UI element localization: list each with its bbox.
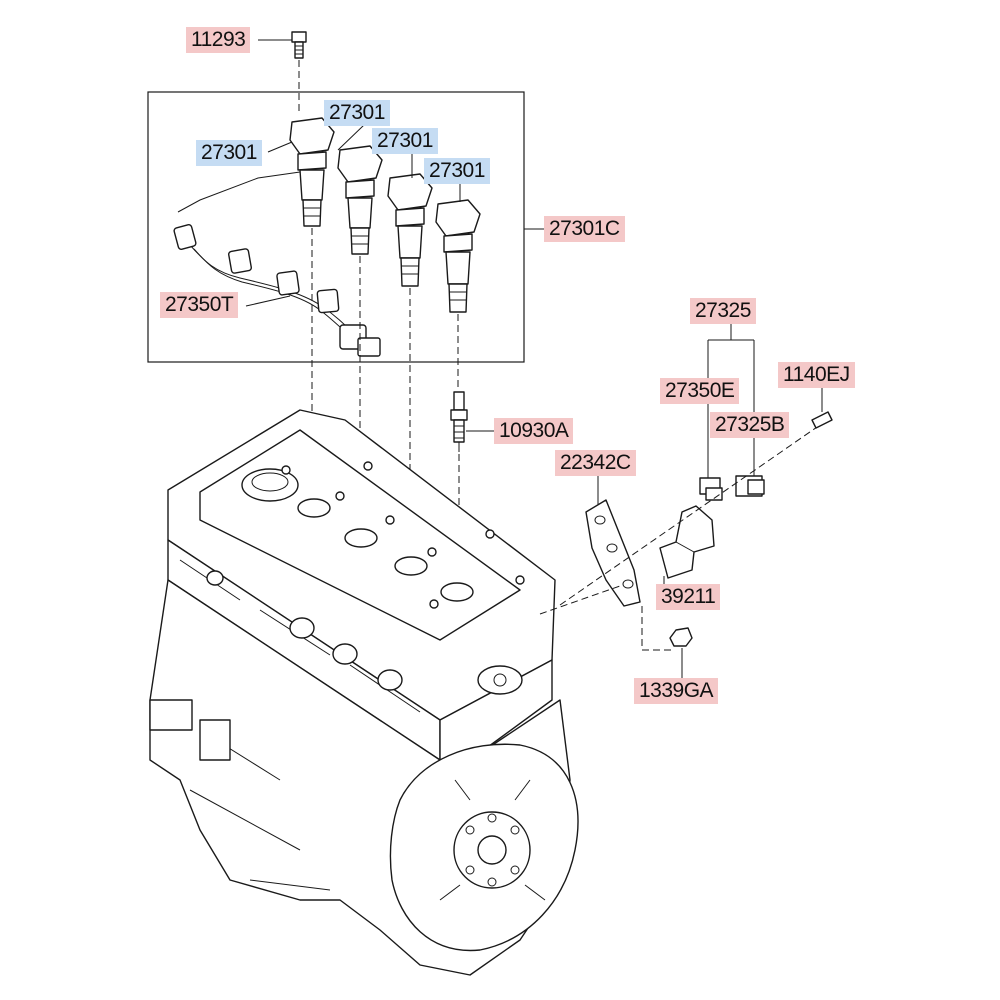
callout-22342c: 22342C	[555, 450, 636, 476]
bolt-11293	[291, 31, 307, 112]
callout-27325b: 27325B	[710, 412, 790, 438]
wiring-harness	[173, 171, 381, 357]
coil-assembly-frame	[147, 91, 525, 363]
callout-27301-d: 27301	[424, 158, 490, 184]
callout-27325: 27325	[690, 298, 756, 324]
callout-27301-b: 27301	[196, 140, 262, 166]
ignition-coil-3	[387, 173, 433, 560]
callout-1339ga: 1339GA	[634, 678, 719, 704]
callout-11293: 11293	[186, 27, 251, 53]
callout-27350e: 27350E	[660, 378, 740, 404]
ignition-coil-4	[435, 199, 481, 390]
callout-10930a: 10930A	[494, 418, 574, 444]
callout-27301-a: 27301	[324, 100, 390, 126]
callout-27301c: 27301C	[544, 216, 625, 242]
ignition-coil-2	[337, 145, 383, 530]
nut-1339ga	[641, 606, 693, 678]
bracket-22342c	[539, 476, 641, 615]
bolt-1140ej	[811, 386, 833, 429]
callout-39211: 39211	[656, 584, 721, 610]
engine-block	[149, 409, 579, 976]
knock-sensor-group	[559, 322, 821, 606]
callout-27350t: 27350T	[160, 292, 239, 318]
sensor-bracket-39211	[659, 505, 715, 590]
callout-27301-c: 27301	[372, 128, 438, 154]
callout-1140ej: 1140EJ	[778, 362, 855, 388]
